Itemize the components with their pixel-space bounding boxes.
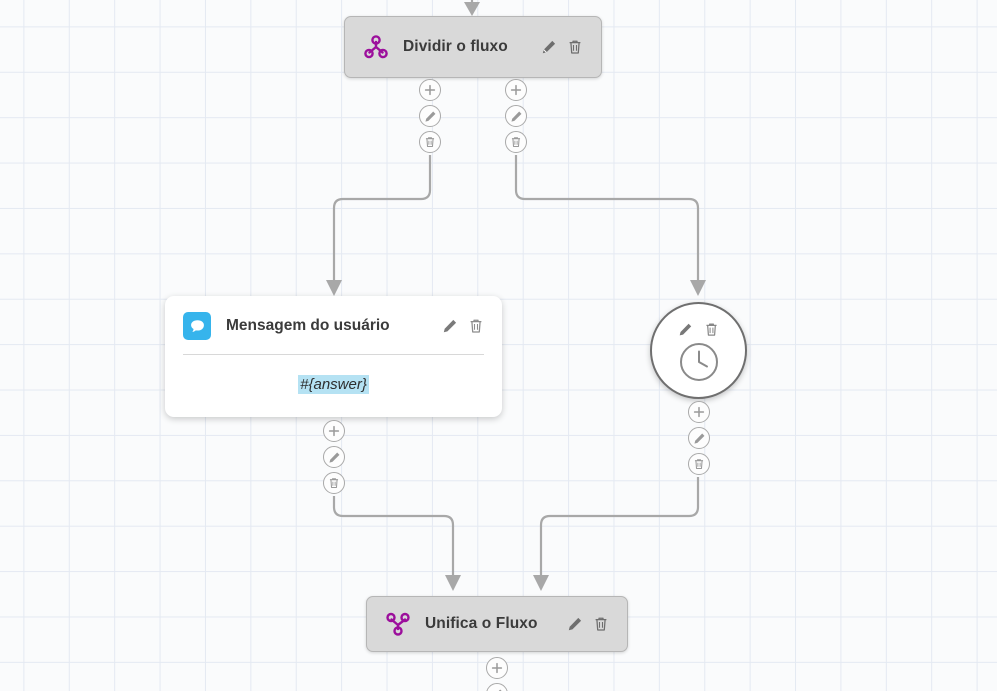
node-actions <box>549 616 609 632</box>
plus-icon[interactable] <box>688 401 710 423</box>
card-body: #{answer} <box>165 355 502 417</box>
node-dividir-o-fluxo[interactable]: Dividir o fluxo <box>344 16 602 78</box>
edge-message-to-merge <box>332 496 461 591</box>
pencil-icon[interactable] <box>505 105 527 127</box>
trash-icon[interactable] <box>419 131 441 153</box>
pencil-icon[interactable] <box>567 616 583 632</box>
split-purple-icon <box>363 34 389 60</box>
connector-stack-message[interactable] <box>323 420 345 494</box>
edge-split-to-delay <box>514 155 706 296</box>
node-unifica-o-fluxo[interactable]: Unifica o Fluxo <box>366 596 628 652</box>
merge-purple-icon <box>385 611 411 637</box>
pencil-icon[interactable] <box>688 427 710 449</box>
plus-icon[interactable] <box>419 79 441 101</box>
node-title: Unifica o Fluxo <box>425 615 538 632</box>
trash-icon[interactable] <box>567 39 583 55</box>
trash-icon[interactable] <box>593 616 609 632</box>
card-title: Mensagem do usuário <box>226 317 390 334</box>
pencil-icon[interactable] <box>541 39 557 55</box>
plus-icon[interactable] <box>323 420 345 442</box>
edge-split-to-message <box>326 155 432 296</box>
edge-delay-to-merge <box>533 477 700 591</box>
pencil-icon[interactable] <box>419 105 441 127</box>
node-title: Dividir o fluxo <box>403 38 508 55</box>
card-actions <box>422 318 484 334</box>
trash-icon[interactable] <box>704 322 719 337</box>
pencil-icon[interactable] <box>678 322 693 337</box>
node-delay[interactable] <box>650 302 747 399</box>
trash-icon[interactable] <box>323 472 345 494</box>
edge-into-split <box>464 0 480 16</box>
node-mensagem-do-usuario[interactable]: Mensagem do usuário #{answer} <box>165 296 502 417</box>
chat-bubble-icon <box>183 312 211 340</box>
node-actions <box>523 39 583 55</box>
circle-actions <box>678 322 719 337</box>
card-divider <box>183 354 484 355</box>
trash-icon[interactable] <box>688 453 710 475</box>
clock-icon <box>678 341 720 383</box>
card-header: Mensagem do usuário <box>165 296 502 340</box>
connector-stack-split-left[interactable] <box>419 79 441 153</box>
trash-icon[interactable] <box>505 131 527 153</box>
connector-stack-split-right[interactable] <box>505 79 527 153</box>
plus-icon[interactable] <box>505 79 527 101</box>
pencil-icon[interactable] <box>323 446 345 468</box>
trash-icon[interactable] <box>468 318 484 334</box>
variable-chip: #{answer} <box>298 374 369 394</box>
pencil-icon[interactable] <box>486 683 508 691</box>
connector-stack-merge[interactable] <box>486 657 508 691</box>
plus-icon[interactable] <box>486 657 508 679</box>
connector-stack-delay[interactable] <box>688 401 710 475</box>
pencil-icon[interactable] <box>442 318 458 334</box>
